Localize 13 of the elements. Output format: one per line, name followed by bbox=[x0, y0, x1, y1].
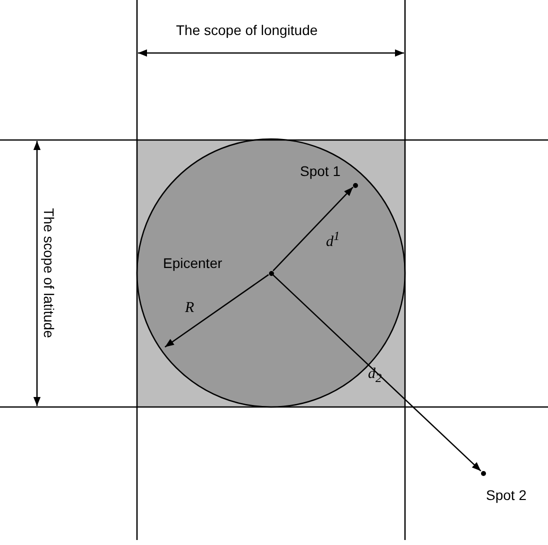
dimension-label: The scope of latitude bbox=[41, 208, 57, 338]
point-label: Epicenter bbox=[163, 255, 222, 271]
location-point bbox=[268, 270, 274, 276]
edge-label: R bbox=[185, 300, 194, 317]
arrow bbox=[164, 274, 269, 348]
location-point bbox=[352, 182, 358, 188]
arrow bbox=[272, 186, 354, 272]
point-label: Spot 2 bbox=[486, 487, 526, 503]
edge-label: d$^{1}$ bbox=[326, 229, 340, 251]
location-point bbox=[480, 470, 486, 476]
dimension-label: The scope of longitude bbox=[176, 22, 318, 38]
point-label: Spot 1 bbox=[300, 163, 340, 179]
arrow bbox=[272, 274, 482, 472]
